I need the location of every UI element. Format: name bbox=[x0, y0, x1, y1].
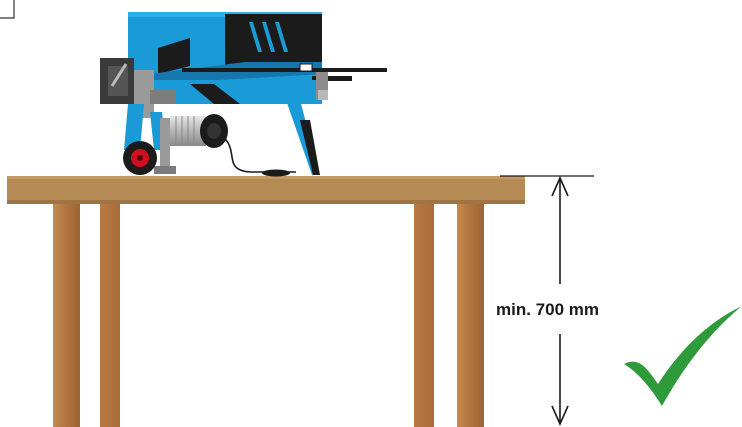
table-leg-back-left bbox=[100, 204, 120, 427]
vent-slots bbox=[249, 22, 288, 52]
front-leg bbox=[124, 104, 144, 150]
checkmark-icon bbox=[624, 306, 742, 406]
work-table bbox=[7, 176, 525, 427]
splitting-beam bbox=[182, 68, 387, 72]
table-leg-back-right bbox=[414, 204, 434, 427]
arrow-down-icon bbox=[551, 405, 569, 426]
log-splitter-machine bbox=[100, 12, 387, 177]
height-dimension: min. 700 mm bbox=[496, 175, 599, 426]
table-leg-front-left bbox=[53, 204, 80, 427]
table-top bbox=[7, 176, 525, 204]
dimension-label: min. 700 mm bbox=[496, 300, 599, 319]
electric-motor bbox=[170, 114, 228, 148]
table-leg-front-right bbox=[457, 204, 484, 427]
cable-plug bbox=[262, 169, 290, 177]
wheel bbox=[123, 141, 157, 175]
arrow-up-icon bbox=[551, 176, 569, 197]
power-cable bbox=[221, 135, 296, 173]
frame-corner bbox=[0, 0, 15, 19]
